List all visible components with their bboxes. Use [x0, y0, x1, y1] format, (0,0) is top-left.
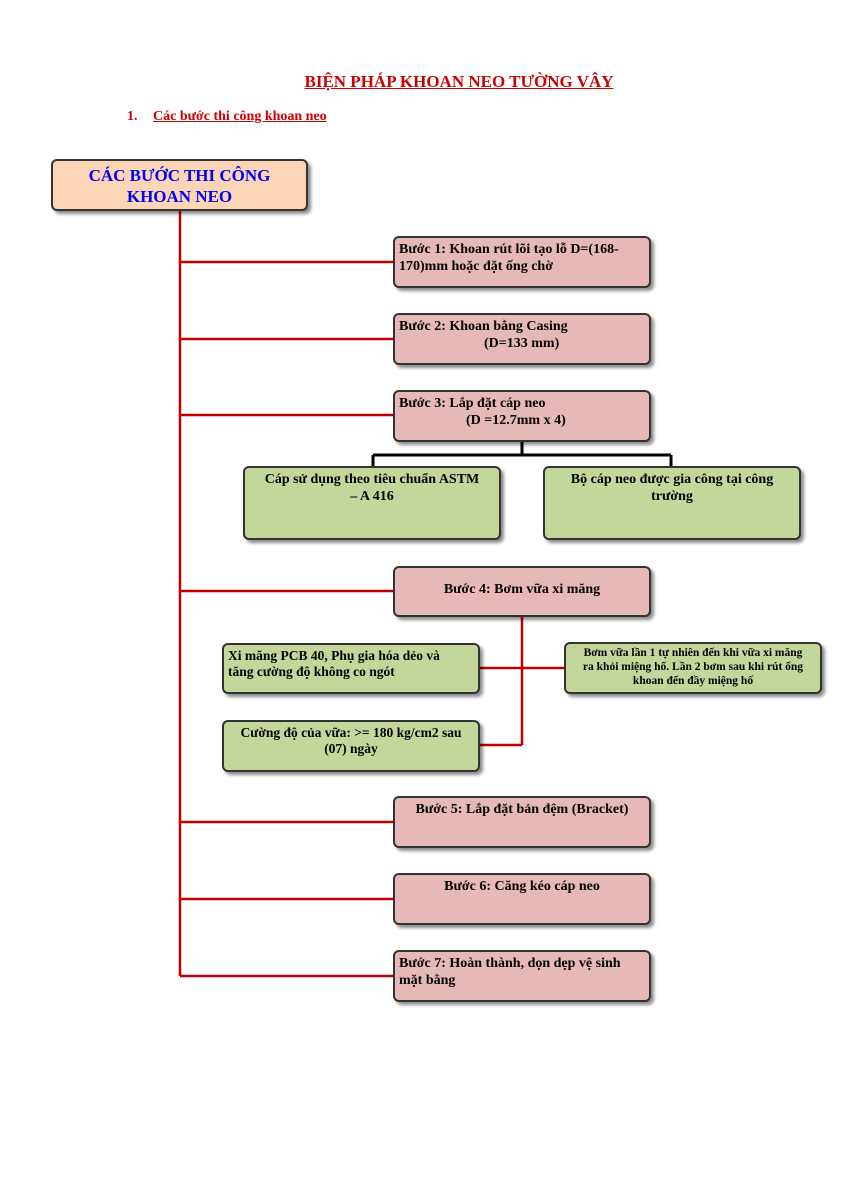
step1-line-2: 170)mm hoặc đặt ống chờ — [399, 259, 553, 274]
step1-node: Bước 1: Khoan rút lõi tạo lỗ D=(168- 170… — [393, 236, 651, 288]
step4-label: Bước 4: Bơm vữa xi măng — [443, 582, 601, 597]
step4-detail-c: Bơm vữa lần 1 tự nhiên đến khi vữa xi mă… — [564, 642, 822, 694]
step7-line-2: mặt bằng — [399, 973, 456, 988]
step2-line-1: Bước 2: Khoan bằng Casing — [399, 319, 568, 334]
step4-detail-c-line-1: Bơm vữa lần 1 tự nhiên đến khi vữa xi mă… — [583, 647, 803, 659]
step7-node: Bước 7: Hoàn thành, dọn dẹp vệ sinh mặt … — [393, 950, 651, 1002]
step5-label: Bước 5: Lắp đặt bản đệm (Bracket) — [415, 802, 629, 817]
step4-detail-b-line-1: Cường độ của vữa: >= 180 kg/cm2 sau — [240, 725, 462, 740]
page-title: BIỆN PHÁP KHOAN NEO TƯỜNG VÂY — [304, 72, 614, 91]
step3-child-left-line-1: Cáp sử dụng theo tiêu chuẩn ASTM — [264, 472, 480, 487]
step1-line-1: Bước 1: Khoan rút lõi tạo lỗ D=(168- — [399, 242, 619, 257]
step3-child-left: Cáp sử dụng theo tiêu chuẩn ASTM – A 416 — [243, 466, 501, 540]
step2-line-2: (D=133 mm) — [484, 336, 560, 351]
step3-node: Bước 3: Lắp đặt cáp neo (D =12.7mm x 4) — [393, 390, 651, 442]
root-node: CÁC BƯỚC THI CÔNG KHOAN NEO — [51, 159, 308, 211]
root-line-2: KHOAN NEO — [126, 187, 233, 206]
step4-node: Bước 4: Bơm vữa xi măng — [393, 566, 651, 617]
step4-detail-a: Xi măng PCB 40, Phụ gia hóa dẻo và tăng … — [222, 643, 480, 694]
step3-line-2: (D =12.7mm x 4) — [466, 413, 566, 428]
root-line-1: CÁC BƯỚC THI CÔNG — [88, 166, 271, 185]
section-title: Các bước thi công khoan neo — [153, 109, 327, 124]
step6-label: Bước 6: Căng kéo cáp neo — [444, 879, 600, 894]
step4-detail-c-line-2: ra khỏi miệng hố. Lần 2 bơm sau khi rút … — [582, 661, 804, 673]
step4-detail-a-line-1: Xi măng PCB 40, Phụ gia hóa dẻo và — [228, 648, 440, 663]
step6-node: Bước 6: Căng kéo cáp neo — [393, 873, 651, 925]
step4-detail-b: Cường độ của vữa: >= 180 kg/cm2 sau (07)… — [222, 720, 480, 772]
step2-node: Bước 2: Khoan bằng Casing (D=133 mm) — [393, 313, 651, 365]
step3-line-1: Bước 3: Lắp đặt cáp neo — [399, 396, 546, 411]
step4-detail-b-line-2: (07) ngày — [324, 741, 378, 756]
step3-child-right: Bộ cáp neo được gia công tại công trường — [543, 466, 801, 540]
step3-child-right-line-2: trường — [651, 489, 693, 504]
step4-detail-a-line-2: tăng cường độ không co ngót — [228, 664, 395, 679]
step7-line-1: Bước 7: Hoàn thành, dọn dẹp vệ sinh — [399, 956, 621, 971]
section-number: 1. — [127, 109, 138, 124]
step3-child-right-line-1: Bộ cáp neo được gia công tại công — [570, 472, 774, 487]
step5-node: Bước 5: Lắp đặt bản đệm (Bracket) — [393, 796, 651, 848]
step3-child-left-line-2: – A 416 — [350, 489, 394, 504]
step4-detail-c-line-3: khoan đến đầy miệng hố — [632, 675, 754, 687]
section-heading: 1. Các bước thi công khoan neo — [127, 109, 327, 125]
